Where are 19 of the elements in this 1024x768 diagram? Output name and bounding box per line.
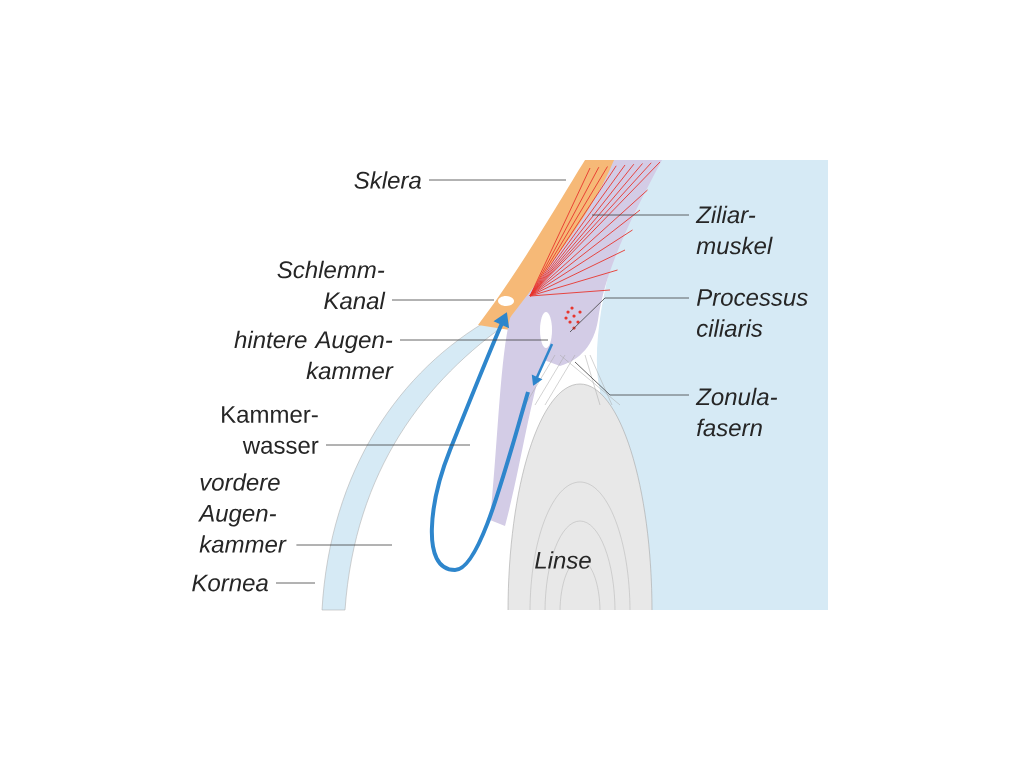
leader-line — [591, 214, 690, 216]
leader-line — [296, 544, 393, 546]
anatomy-label: Schlemm- Kanal — [277, 260, 386, 310]
leader-line — [569, 297, 690, 333]
anatomy-label: Sklera — [354, 171, 421, 189]
leader-line — [399, 339, 549, 341]
lens-label: Linse — [535, 551, 591, 569]
anatomy-label: vordere Augen- kammer — [198, 473, 287, 553]
leader-line — [574, 361, 690, 396]
anatomy-label: Processus ciliaris — [696, 289, 808, 337]
anatomy-label: Kornea — [192, 574, 268, 592]
leader-line — [325, 444, 471, 446]
leader-line — [391, 299, 495, 301]
leader-line — [428, 179, 567, 181]
leader-line — [275, 582, 316, 584]
anatomy-label: Ziliar- muskel — [695, 205, 773, 255]
anatomy-label: Kammer- wasser — [222, 406, 319, 454]
anatomy-label: Zonula- fasern — [695, 387, 778, 437]
anatomy-label: hintere Augen- kammer — [234, 330, 394, 380]
